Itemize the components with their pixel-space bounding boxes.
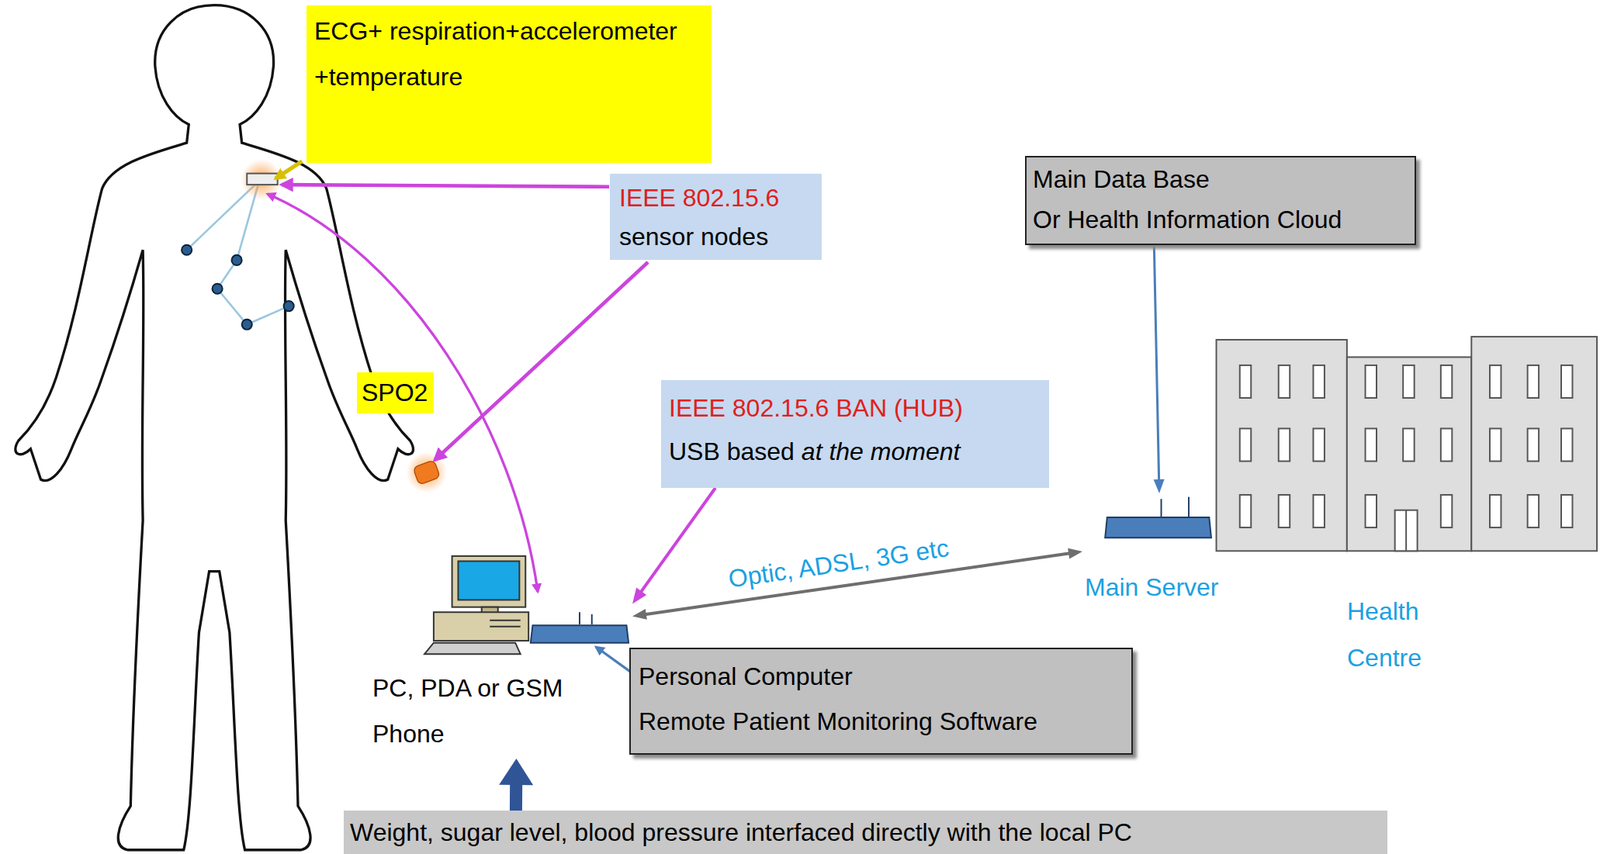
window: [1440, 495, 1452, 528]
window: [1489, 428, 1501, 461]
window: [1239, 365, 1251, 399]
window: [1561, 365, 1573, 399]
window: [1440, 428, 1452, 461]
connector: [509, 783, 523, 811]
arrow-head: [498, 758, 534, 786]
chest-sensor: [246, 173, 278, 185]
window: [1278, 495, 1290, 528]
node-text: at the moment: [801, 429, 961, 474]
window: [1312, 428, 1324, 461]
node-text: IEEE 802.15.6: [619, 178, 813, 218]
window: [1312, 495, 1324, 528]
window: [1561, 428, 1573, 461]
node-text: Or Health Information Cloud: [1032, 199, 1409, 240]
window: [1489, 365, 1501, 399]
node-text: sensor nodes: [619, 217, 813, 257]
arrow-head: [632, 609, 648, 620]
connector-label: Optic, ADSL, 3G etc: [726, 533, 951, 593]
direct-inputs-bar: Weight, sugar level, blood pressure inte…: [343, 810, 1388, 854]
pointer-arrow: [281, 184, 610, 188]
server-node: Main Server: [1082, 493, 1254, 610]
hub-box: IEEE 802.15.6 BAN (HUB)USB basedat the m…: [661, 380, 1050, 489]
spo2-sensor-glow: [405, 452, 447, 494]
window: [1402, 428, 1414, 461]
window: [1489, 495, 1501, 528]
window: [1312, 365, 1324, 399]
window: [1402, 365, 1414, 399]
node-text: Main Data Base: [1032, 159, 1409, 200]
building-label: Health Centre: [1347, 588, 1472, 682]
node-text: ECG+ respiration+accelerometer +temperat…: [314, 8, 704, 101]
window: [1278, 365, 1290, 399]
window: [1239, 428, 1251, 461]
spo2-sensor: [412, 460, 440, 485]
arrow-head: [632, 588, 647, 605]
spo2-label-box: SPO2: [356, 372, 434, 414]
node-text: IEEE 802.15.6 BAN (HUB): [668, 386, 1042, 430]
server-router: [1104, 497, 1212, 539]
arrow-head: [1067, 548, 1083, 560]
node-text: Main Server: [1084, 567, 1254, 607]
sensor-label-box: ECG+ respiration+accelerometer +temperat…: [306, 5, 712, 163]
node-text: Remote Patient Monitoring Software: [638, 699, 1124, 745]
electrode-wires: [187, 184, 290, 325]
connector: [1153, 245, 1159, 482]
database-box: Main Data BaseOr Health Information Clou…: [1025, 155, 1417, 246]
node-text: USB based: [668, 429, 795, 474]
window: [1365, 495, 1377, 528]
window: [1365, 365, 1377, 399]
window: [1527, 365, 1539, 399]
window: [1440, 365, 1452, 399]
software-box: Personal ComputerRemote Patient Monitori…: [629, 647, 1133, 755]
local-router: [530, 612, 629, 643]
pc-node: PC, PDA or GSM Phone: [368, 552, 633, 759]
chest-sensor-glow: [240, 159, 282, 201]
window: [1527, 428, 1539, 461]
arrow-head: [1153, 479, 1165, 494]
electrodes: [181, 245, 295, 330]
pointer-arrow: [275, 161, 302, 179]
node-text: SPO2: [361, 374, 430, 412]
health-centre-building: [1216, 336, 1598, 551]
pointer-arrow: [434, 262, 648, 461]
link-arrow: [267, 193, 538, 593]
sensor-nodes-box: IEEE 802.15.6sensor nodes: [609, 173, 822, 260]
window: [1278, 428, 1290, 461]
window: [1239, 495, 1251, 528]
node-text: PC, PDA or GSM Phone: [372, 665, 606, 758]
connector: [640, 488, 716, 593]
pointer-arrow: [595, 647, 633, 674]
window: [1527, 495, 1539, 528]
window: [1561, 495, 1573, 528]
node-text: Weight, sugar level, blood pressure inte…: [349, 813, 1382, 852]
window: [1365, 428, 1377, 461]
computer-icon: [424, 556, 529, 655]
node-text: Personal Computer: [638, 654, 1124, 700]
